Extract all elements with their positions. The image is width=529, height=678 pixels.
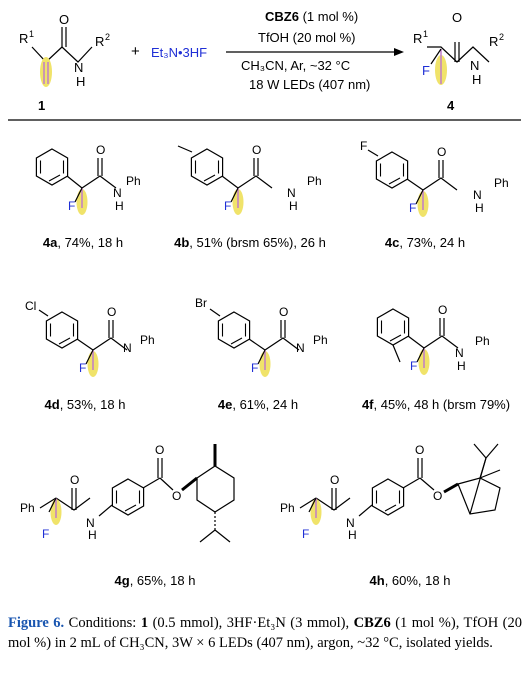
svg-text:F: F: [302, 527, 309, 541]
svg-text:H: H: [472, 72, 481, 87]
svg-text:O: O: [415, 443, 424, 457]
svg-text:O: O: [330, 473, 339, 487]
label-4c: 4c, 73%, 24 h: [384, 235, 466, 250]
svg-text:Ph: Ph: [280, 501, 295, 515]
svg-text:H: H: [115, 199, 124, 213]
svg-text:2: 2: [105, 32, 110, 42]
svg-text:H: H: [457, 359, 466, 373]
structure-4d: Cl O N Ph F: [25, 299, 155, 378]
svg-text:R: R: [413, 31, 422, 46]
label-4a: 4a, 74%, 18 h: [42, 235, 124, 250]
svg-text:2: 2: [499, 32, 504, 42]
svg-text:Br: Br: [195, 296, 207, 310]
svg-text:Ph: Ph: [140, 333, 155, 347]
svg-text:N: N: [346, 516, 355, 530]
catalyst: CBZ6 (1 mol %): [265, 9, 358, 24]
svg-text:R: R: [489, 34, 498, 49]
svg-text:F: F: [409, 201, 416, 215]
svg-text:N: N: [455, 346, 464, 360]
svg-text:N: N: [74, 60, 83, 75]
svg-text:F: F: [79, 361, 86, 375]
plus-sign: +: [131, 43, 140, 60]
svg-text:O: O: [433, 489, 442, 503]
svg-text:Ph: Ph: [126, 174, 141, 188]
svg-text:Ph: Ph: [307, 174, 322, 188]
svg-text:O: O: [279, 305, 288, 319]
structure-4e: Br O N Ph F: [195, 296, 328, 378]
svg-text:H: H: [76, 74, 85, 89]
light-source: 18 W LEDs (407 nm): [249, 77, 370, 92]
structure-4b: O N H Ph F: [177, 143, 322, 216]
structure-4c: F O N H Ph F: [360, 139, 509, 218]
substrate-structure: R 1 O N H R 2: [19, 12, 110, 89]
svg-text:Ph: Ph: [475, 334, 490, 348]
svg-text:O: O: [96, 143, 105, 157]
svg-text:O: O: [107, 305, 116, 319]
svg-text:N: N: [470, 58, 479, 73]
svg-text:Ph: Ph: [494, 176, 509, 190]
svg-text:F: F: [410, 359, 417, 373]
svg-text:O: O: [172, 489, 181, 503]
label-4f: 4f, 45%, 48 h (brsm 79%): [361, 397, 511, 412]
svg-text:O: O: [252, 143, 261, 157]
svg-text:R: R: [95, 34, 104, 49]
product-structure: R 1 O N H R 2 F: [413, 10, 504, 87]
label-4h: 4h, 60%, 18 h: [369, 573, 451, 588]
figure-caption: Figure 6. Conditions: 1 (0.5 mmol), 3HF·…: [8, 615, 522, 651]
svg-text:H: H: [475, 201, 484, 215]
svg-text:O: O: [438, 303, 447, 317]
svg-text:H: H: [348, 528, 357, 542]
svg-text:O: O: [452, 10, 462, 25]
svg-text:O: O: [59, 12, 69, 27]
additive: TfOH (20 mol %): [258, 30, 356, 45]
label-4b: 4b, 51% (brsm 65%), 26 h: [174, 235, 326, 250]
reagent: Et₃N•3HF: [151, 45, 207, 60]
substrate-label: 1: [38, 98, 45, 113]
svg-text:F: F: [42, 527, 49, 541]
svg-text:Ph: Ph: [20, 501, 35, 515]
structure-4a: O N H Ph F: [35, 143, 141, 216]
svg-text:R: R: [19, 31, 28, 46]
label-4e: 4e, 61%, 24 h: [217, 397, 299, 412]
solvent-conditions: CH₃CN, Ar, ~32 °C: [241, 58, 350, 73]
figure-label: Figure 6.: [8, 615, 65, 631]
svg-text:F: F: [68, 199, 75, 213]
svg-text:N: N: [296, 341, 305, 355]
structure-4f: O N H Ph F: [376, 303, 490, 376]
svg-text:H: H: [289, 199, 298, 213]
svg-text:O: O: [155, 443, 164, 457]
structure-4g: Ph O N H O O F: [20, 443, 235, 543]
svg-text:F: F: [422, 63, 430, 78]
svg-text:F: F: [251, 361, 258, 375]
svg-text:N: N: [86, 516, 95, 530]
product-label: 4: [447, 98, 455, 113]
svg-text:1: 1: [29, 29, 34, 39]
svg-text:O: O: [437, 145, 446, 159]
svg-text:Ph: Ph: [313, 333, 328, 347]
label-4d: 4d, 53%, 18 h: [44, 397, 126, 412]
label-4g: 4g, 65%, 18 h: [114, 573, 196, 588]
svg-text:O: O: [70, 473, 79, 487]
svg-text:Cl: Cl: [25, 299, 36, 313]
svg-text:F: F: [224, 199, 231, 213]
svg-text:N: N: [113, 186, 122, 200]
svg-text:H: H: [88, 528, 97, 542]
svg-text:F: F: [360, 139, 367, 153]
svg-text:N: N: [287, 186, 296, 200]
svg-text:N: N: [473, 188, 482, 202]
structure-4h: Ph O N H O O F: [280, 443, 501, 542]
svg-text:N: N: [123, 341, 132, 355]
svg-text:1: 1: [423, 29, 428, 39]
